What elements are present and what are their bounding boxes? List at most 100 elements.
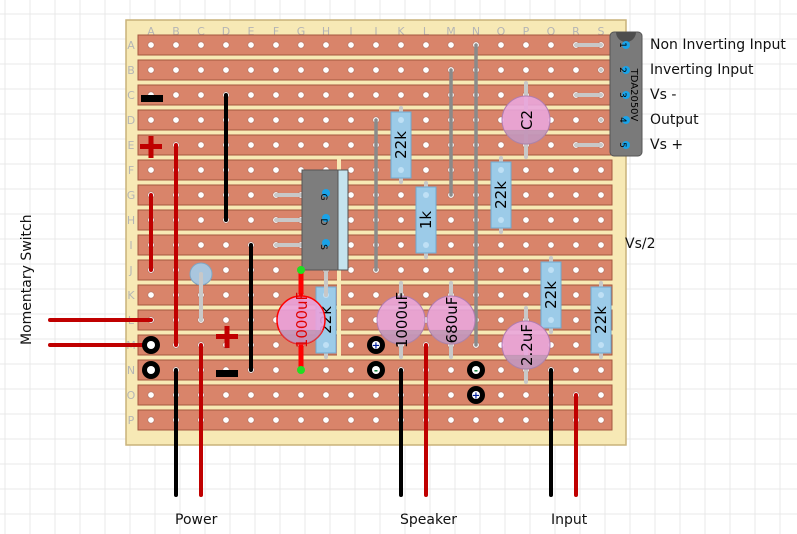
- hole: [322, 41, 330, 49]
- resistor-2: [490, 161, 512, 229]
- hole: [572, 316, 580, 324]
- resistor-3-label: 22k: [542, 281, 560, 309]
- hole: [297, 66, 305, 74]
- column-label-A: A: [147, 25, 155, 38]
- speaker-pad-plus-sign: +: [372, 341, 380, 352]
- hole: [572, 366, 580, 374]
- capacitor-2u2f-label: 2.2uF: [518, 324, 536, 366]
- hole: [497, 241, 505, 249]
- row-label-H: H: [127, 214, 135, 227]
- hole: [447, 241, 455, 249]
- resistor-2-pad: [498, 217, 504, 223]
- capacitor-1000uf-label: 1000uF: [393, 292, 411, 348]
- hole: [347, 191, 355, 199]
- hole: [497, 66, 505, 74]
- hole: [272, 41, 280, 49]
- capacitor-1000uf-selected-stripe: [279, 330, 323, 345]
- selection-handle: [297, 266, 305, 274]
- hole: [172, 116, 180, 124]
- ic-pin-number-5: 5: [617, 142, 627, 148]
- resistor-0: [390, 111, 412, 179]
- hole: [247, 141, 255, 149]
- hole: [347, 391, 355, 399]
- hole: [522, 216, 530, 224]
- hole: [172, 41, 180, 49]
- hole: [422, 66, 430, 74]
- hole: [297, 41, 305, 49]
- plus-mark: [148, 136, 154, 158]
- hole: [247, 191, 255, 199]
- hole: [297, 141, 305, 149]
- ic-pin-4: [622, 116, 630, 124]
- column-label-N: N: [472, 25, 480, 38]
- transistor-pin-label-S: S: [318, 244, 328, 250]
- resistor-1: [415, 186, 437, 254]
- hole: [547, 241, 555, 249]
- hole: [197, 141, 205, 149]
- hole: [547, 41, 555, 49]
- hole: [572, 66, 580, 74]
- hole: [422, 91, 430, 99]
- input-pad-minus-hole: [472, 366, 480, 374]
- capacitor-1000uf-stripe: [379, 330, 423, 345]
- hole: [397, 266, 405, 274]
- hole: [197, 191, 205, 199]
- hole: [547, 166, 555, 174]
- capacitor-2u2f-stripe: [504, 355, 548, 370]
- hole: [272, 66, 280, 74]
- hole: [597, 366, 605, 374]
- hole: [572, 266, 580, 274]
- hole: [347, 166, 355, 174]
- transistor-pin-label-G: G: [318, 194, 328, 201]
- hole: [247, 116, 255, 124]
- resistor-0-pad: [398, 167, 404, 173]
- hole: [472, 416, 480, 424]
- hole: [522, 241, 530, 249]
- hole: [347, 91, 355, 99]
- hole: [572, 116, 580, 124]
- resistor-4: [590, 286, 612, 354]
- hole: [272, 91, 280, 99]
- hole: [322, 66, 330, 74]
- capacitor-1000uf-selected-label: 1000uF: [293, 292, 311, 348]
- input-pad-minus-sign: -: [474, 366, 478, 377]
- hole: [447, 366, 455, 374]
- ic-pin2-label: Inverting Input: [650, 62, 754, 78]
- input-label: Input: [551, 512, 588, 528]
- hole: [172, 66, 180, 74]
- hole: [372, 291, 380, 299]
- speaker-label: Speaker: [400, 512, 457, 528]
- resistor-1-label: 1k: [417, 211, 435, 230]
- hole: [522, 291, 530, 299]
- hole: [147, 416, 155, 424]
- power-label: Power: [175, 512, 218, 528]
- hole: [247, 166, 255, 174]
- input-pad-plus-sign: +: [472, 391, 480, 402]
- input-pad-plus-hole: [472, 391, 480, 399]
- hole: [347, 316, 355, 324]
- hole: [272, 141, 280, 149]
- column-label-F: F: [273, 25, 279, 38]
- row-label-F: F: [128, 164, 134, 177]
- hole: [322, 116, 330, 124]
- resistor-3: [540, 261, 562, 329]
- row-label-G: G: [127, 189, 136, 202]
- hole: [522, 266, 530, 274]
- row-label-I: I: [129, 239, 132, 252]
- hole: [397, 241, 405, 249]
- resistor-4-label: 22k: [592, 306, 610, 334]
- column-label-R: R: [572, 25, 580, 38]
- hole: [497, 41, 505, 49]
- hole: [297, 416, 305, 424]
- speaker-pad-plus-hole: [372, 341, 380, 349]
- capacitor-680uf-stripe: [429, 330, 473, 345]
- hole: [197, 216, 205, 224]
- hole: [222, 41, 230, 49]
- hole: [547, 141, 555, 149]
- row-label-B: B: [127, 64, 135, 77]
- capacitor-680uf-label: 680uF: [443, 297, 461, 344]
- hole: [547, 216, 555, 224]
- hole: [222, 266, 230, 274]
- column-label-D: D: [222, 25, 230, 38]
- ic-pin4-label: Output: [650, 112, 699, 128]
